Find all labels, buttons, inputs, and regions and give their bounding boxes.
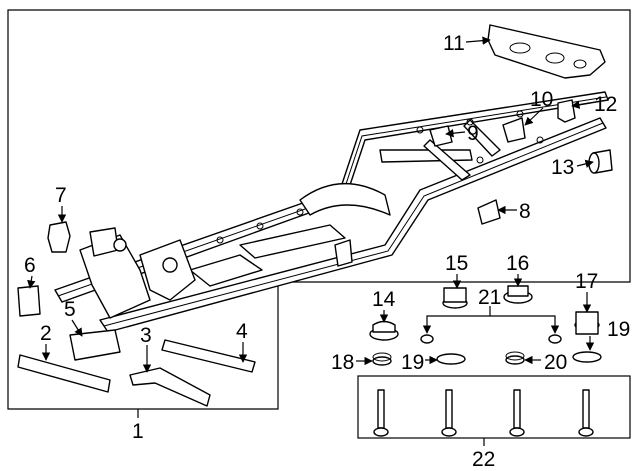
part-15-mount — [442, 287, 468, 309]
part-22-bolts — [373, 389, 594, 437]
part-6-plate — [17, 285, 41, 317]
callout-5: 5 — [64, 298, 76, 321]
part-3-crossmember — [129, 367, 211, 407]
callout-19-right: 19 — [607, 318, 630, 341]
part-16-mount — [503, 285, 533, 304]
part-18-washer — [372, 352, 392, 366]
callout-18: 18 — [331, 351, 354, 374]
callout-labels: 11 10 12 9 13 8 7 6 5 2 3 4 1 14 15 16 1… — [24, 32, 630, 471]
part-20-washer — [505, 351, 525, 365]
callout-19-left: 19 — [401, 351, 424, 374]
part-21-spacer-left — [420, 334, 434, 344]
part-13-bushing — [588, 149, 613, 174]
callout-6: 6 — [24, 254, 36, 277]
callout-13: 13 — [551, 156, 574, 179]
part-19-washer-a — [436, 353, 466, 365]
callout-15: 15 — [445, 252, 468, 275]
part-10-bracket — [502, 117, 526, 143]
part-12-bracket — [557, 99, 576, 123]
part-19-washer-b — [572, 351, 602, 363]
callout-11: 11 — [443, 32, 465, 55]
part-7-mount — [47, 221, 71, 253]
leader-lines — [27, 36, 595, 446]
part-5-bracket — [69, 329, 121, 361]
callout-9: 9 — [467, 122, 479, 145]
callout-21: 21 — [478, 286, 501, 309]
callout-16: 16 — [506, 252, 529, 275]
callout-12: 12 — [594, 93, 617, 116]
callout-7: 7 — [55, 184, 67, 207]
callout-10: 10 — [530, 88, 553, 111]
bolt-group-border — [357, 375, 631, 439]
part-11-rear-crossmember — [487, 24, 606, 79]
part-17-mount — [574, 311, 600, 335]
callout-4: 4 — [236, 320, 248, 343]
callout-2: 2 — [40, 322, 52, 345]
callout-20: 20 — [544, 351, 567, 374]
frame-assembly — [54, 91, 609, 333]
part-2-crossmember — [17, 354, 111, 393]
callout-3: 3 — [140, 324, 152, 347]
part-21-spacer-right — [548, 334, 562, 344]
callout-8: 8 — [519, 200, 531, 223]
part-14-mount — [369, 320, 399, 341]
part-8-bracket — [477, 199, 501, 225]
callout-17: 17 — [575, 270, 598, 293]
part-4-crossmember — [161, 339, 256, 373]
callout-1: 1 — [132, 420, 144, 443]
callout-22: 22 — [472, 448, 495, 471]
callout-14: 14 — [372, 288, 396, 311]
